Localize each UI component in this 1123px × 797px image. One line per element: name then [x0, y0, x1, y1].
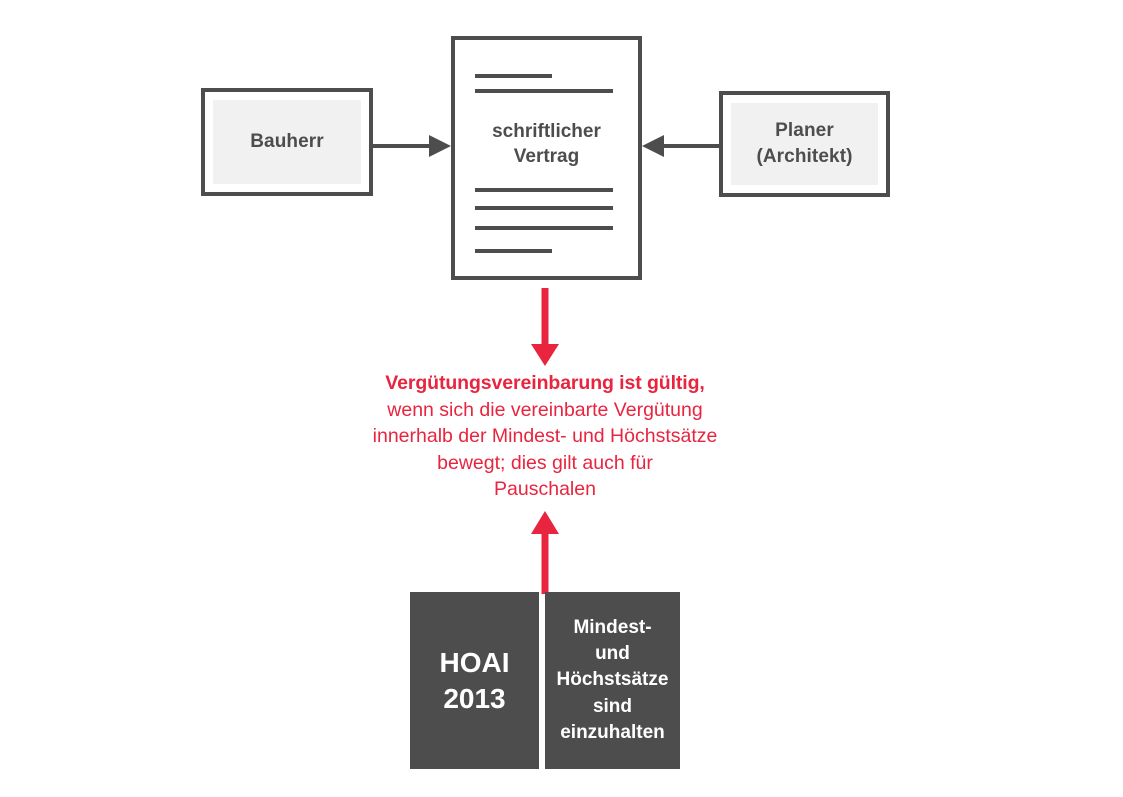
node-mindest-line-4: sind	[592, 695, 633, 717]
node-vertrag-title-line2: Vertrag	[513, 146, 580, 168]
node-mindest-line-5: einzuhalten	[560, 721, 665, 743]
arrow-bauherr-to-vertrag	[371, 130, 453, 162]
node-planer-label-line2: (Architekt)	[756, 146, 853, 167]
node-mindest-line-2: und	[595, 643, 630, 665]
node-vertrag-title-line1: schriftlicher	[492, 121, 601, 142]
doc-text-line-3	[475, 188, 613, 192]
statement-line-5: Pauschalen	[494, 478, 596, 500]
node-mindest-line-3: Höchstsätze	[556, 669, 669, 691]
node-planer-label-line1: Planer	[775, 120, 834, 142]
node-planer[interactable]: Planer (Architekt)	[719, 91, 890, 197]
node-planer-label: Planer (Architekt)	[756, 118, 852, 169]
node-bauherr-fill: Bauherr	[213, 100, 361, 184]
arrow-vertrag-to-statement	[524, 288, 566, 368]
arrow-left-icon	[642, 135, 722, 157]
arrow-planer-to-vertrag	[640, 130, 722, 162]
node-hoai-2013[interactable]: HOAI 2013	[410, 592, 539, 769]
arrow-hoai-to-statement	[524, 508, 566, 594]
doc-text-line-5	[475, 226, 613, 230]
node-hoai-label-line1: HOAI	[439, 646, 510, 678]
doc-text-line-6	[475, 249, 552, 253]
doc-text-line-1	[475, 74, 552, 78]
doc-text-line-2	[475, 89, 613, 93]
regulation-group: HOAI 2013 Mindest- und Höchstsätze sind …	[410, 592, 680, 769]
node-mindest-line-1: Mindest-	[573, 616, 652, 638]
node-schriftlicher-vertrag[interactable]: schriftlicher Vertrag	[451, 36, 642, 280]
doc-text-line-4	[475, 206, 613, 210]
statement-text: Vergütungsvereinbarung ist gültig, wenn …	[320, 370, 770, 503]
arrow-up-red-icon	[531, 511, 559, 594]
statement-line-4: bewegt; dies gilt auch für	[437, 451, 653, 474]
node-bauherr-label: Bauherr	[250, 131, 324, 153]
node-hoai-label-line2: 2013	[443, 682, 506, 714]
arrow-right-icon	[371, 135, 451, 157]
arrow-down-red-icon	[531, 288, 559, 366]
statement-line-3: innerhalb der Mindest- und Höchstsätze	[372, 425, 718, 447]
node-mindest-hoechstsaetze[interactable]: Mindest- und Höchstsätze sind einzuhalte…	[545, 592, 680, 769]
statement-line-2: wenn sich die vereinbarte Vergütung	[387, 398, 703, 421]
node-planer-fill: Planer (Architekt)	[731, 103, 878, 185]
node-vertrag-title: schriftlicher Vertrag	[455, 119, 638, 169]
node-hoai-label: HOAI 2013	[440, 645, 510, 717]
node-bauherr[interactable]: Bauherr	[201, 88, 373, 196]
statement-bold-line: Vergütungsvereinbarung ist gültig,	[385, 372, 705, 394]
node-mindest-hoechstsaetze-label: Mindest- und Höchstsätze sind einzuhalte…	[553, 615, 673, 746]
